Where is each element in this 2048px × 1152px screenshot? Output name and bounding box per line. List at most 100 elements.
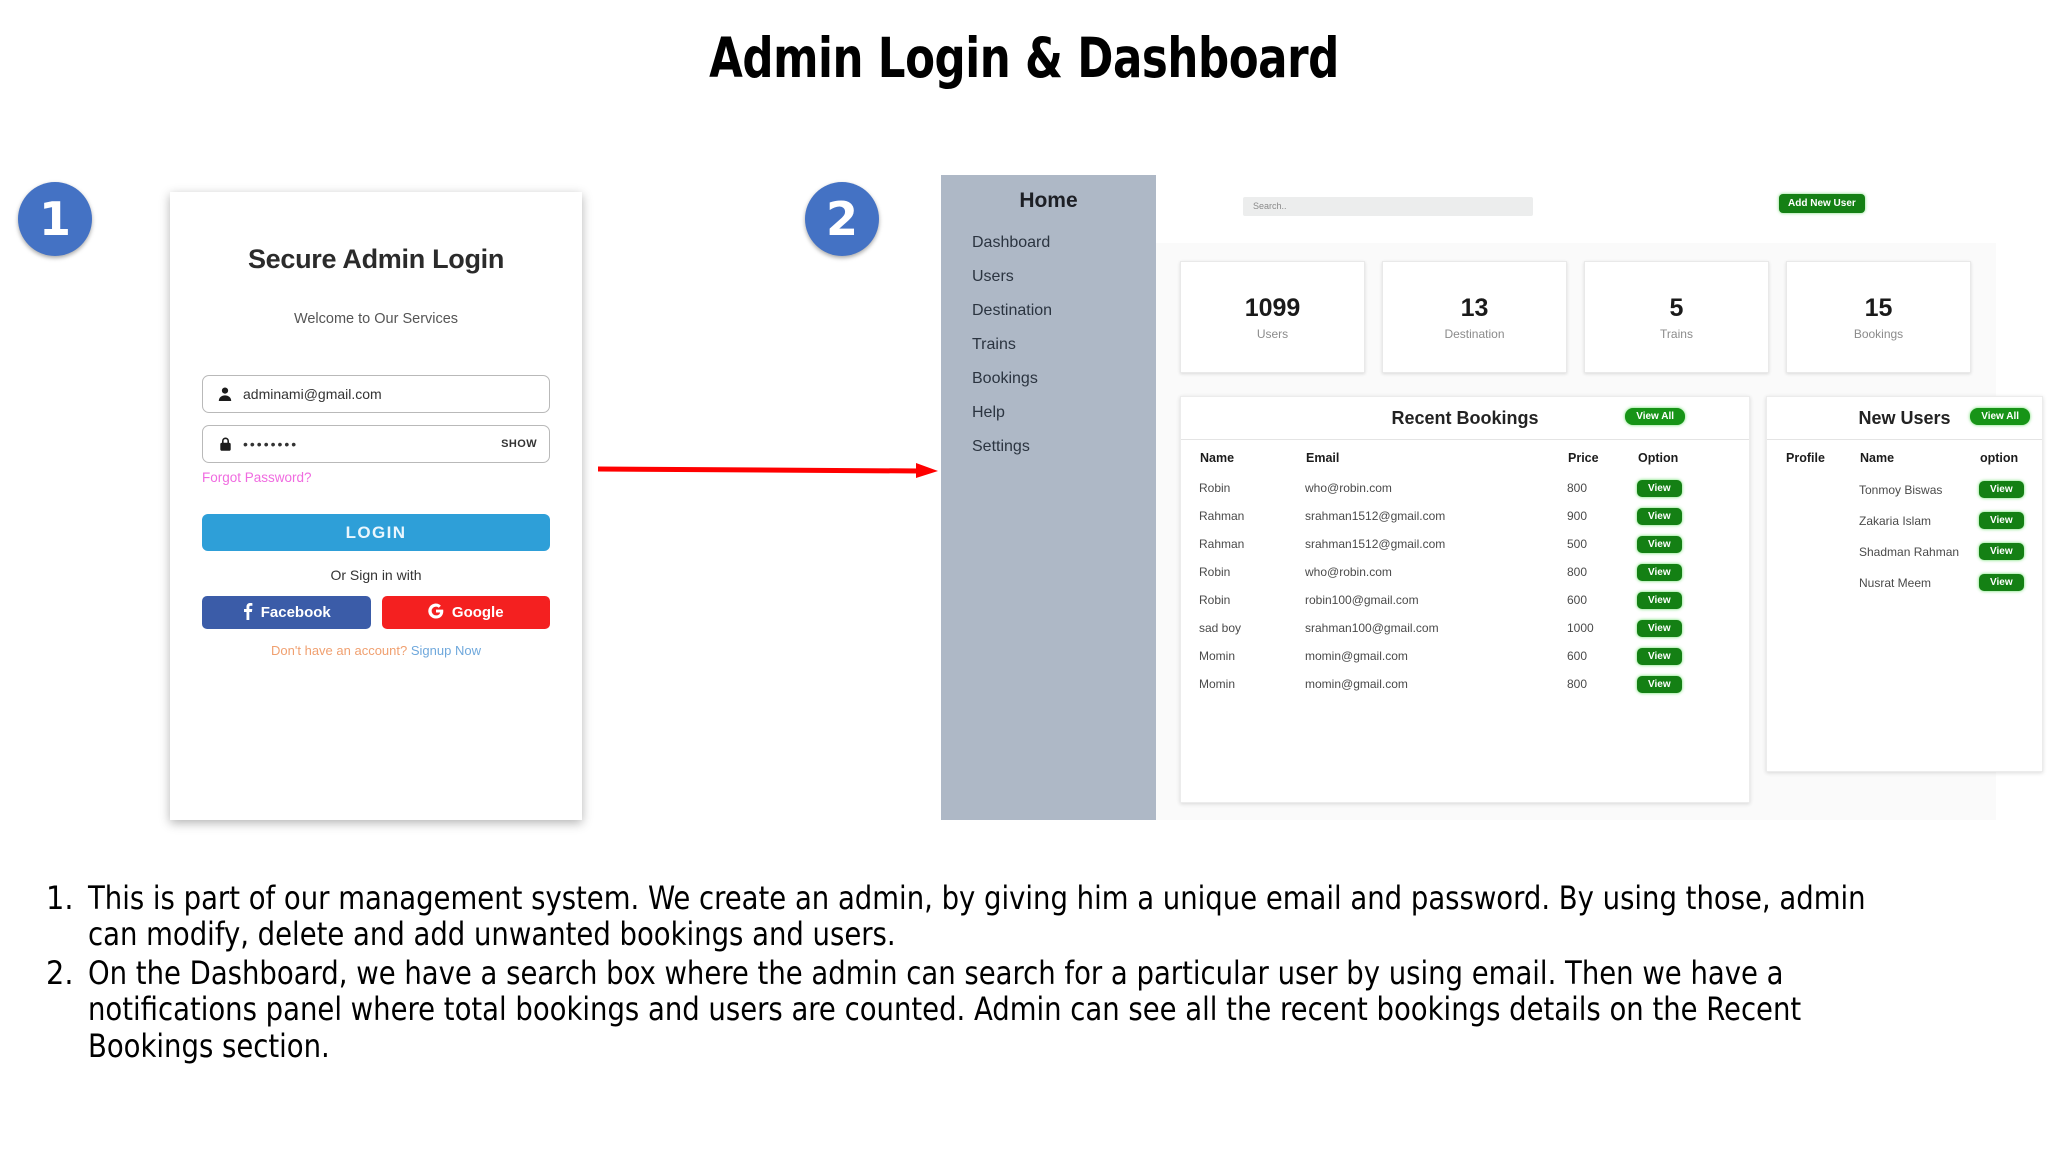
table-row: Rahman srahman1512@gmail.com 900 View	[1199, 502, 1731, 530]
table-header-row: Profile Name option	[1785, 450, 2024, 474]
sidebar-menu: Dashboard Users Destination Trains Booki…	[941, 234, 1156, 456]
column-header-name: Name	[1200, 451, 1235, 465]
note-item-1: 1. This is part of our management system…	[46, 880, 2006, 953]
view-button[interactable]: View	[1637, 563, 1682, 581]
view-button[interactable]: View	[1637, 647, 1682, 665]
login-button[interactable]: LOGIN	[202, 514, 550, 551]
table-row: Rahman srahman1512@gmail.com 500 View	[1199, 530, 1731, 558]
view-button[interactable]: View	[1637, 507, 1682, 525]
view-button[interactable]: View	[1979, 543, 2024, 560]
sidebar-item-help[interactable]: Help	[972, 404, 1005, 421]
stat-label: Trains	[1660, 326, 1693, 341]
google-login-button[interactable]: Google	[381, 596, 550, 629]
column-header-option: option	[1980, 451, 2019, 465]
or-sign-in-label: Or Sign in with	[330, 567, 422, 583]
new-users-title: New Users	[1858, 407, 1951, 428]
cell-profile	[1785, 536, 1859, 567]
cell-name: Rahman	[1199, 537, 1245, 551]
view-button[interactable]: View	[1637, 535, 1682, 553]
cell-name: Tonmoy Biswas	[1859, 482, 1943, 497]
add-new-user-button[interactable]: Add New User	[1779, 194, 1865, 213]
table-row: sad boy srahman100@gmail.com 1000 View	[1199, 614, 1731, 642]
sidebar-item-dashboard[interactable]: Dashboard	[972, 234, 1051, 251]
sidebar-item-settings[interactable]: Settings	[972, 438, 1030, 455]
table-row: Robin who@robin.com 800 View	[1199, 474, 1731, 502]
sidebar-item-users[interactable]: Users	[972, 268, 1014, 285]
social-login-row: Facebook Google	[202, 596, 550, 629]
recent-bookings-view-all-button[interactable]: View All	[1625, 408, 1685, 425]
view-button[interactable]: View	[1979, 574, 2024, 591]
stat-card-trains: 5 Trains	[1584, 261, 1769, 373]
dashboard-main: Search.. Add New User 1099 Users 13 Dest…	[1156, 175, 2043, 820]
page-title: Admin Login & Dashboard	[709, 26, 1339, 90]
signup-link[interactable]: Signup Now	[410, 643, 481, 658]
view-button[interactable]: View	[1637, 675, 1682, 693]
facebook-label: Facebook	[260, 604, 331, 621]
cell-email: who@robin.com	[1305, 481, 1392, 495]
view-button[interactable]: View	[1979, 512, 2024, 529]
sidebar-item-trains[interactable]: Trains	[972, 336, 1016, 353]
password-field[interactable]: •••••••• SHOW	[202, 425, 550, 463]
flow-arrow-icon	[598, 463, 938, 478]
recent-bookings-panel: Recent Bookings View All Name Email Pric…	[1180, 396, 1750, 803]
view-button[interactable]: View	[1637, 479, 1682, 497]
list-item: Zakaria Islam View	[1785, 505, 2024, 536]
column-header-profile: Profile	[1786, 451, 1825, 465]
cell-name: sad boy	[1199, 621, 1242, 635]
list-item: Tonmoy Biswas View	[1785, 474, 2024, 505]
recent-bookings-title: Recent Bookings	[1391, 407, 1539, 428]
note-item-2: 2. On the Dashboard, we have a search bo…	[46, 955, 2006, 1065]
signup-prefix: Don't have an account?	[271, 643, 408, 658]
cell-price: 600	[1567, 649, 1588, 663]
cell-name: Zakaria Islam	[1859, 513, 1932, 528]
sidebar-item-destination[interactable]: Destination	[972, 302, 1053, 319]
cell-name: Robin	[1199, 565, 1231, 579]
step-badge-1: 1	[18, 182, 92, 256]
table-row: Robin robin100@gmail.com 600 View	[1199, 586, 1731, 614]
stat-card-bookings: 15 Bookings	[1786, 261, 1971, 373]
cell-email: srahman1512@gmail.com	[1305, 537, 1446, 551]
stat-value: 13	[1460, 293, 1489, 322]
login-screenshot: Secure Admin Login Welcome to Our Servic…	[170, 192, 582, 820]
login-subtitle: Welcome to Our Services	[293, 311, 459, 327]
table-row: Robin who@robin.com 800 View	[1199, 558, 1731, 586]
cell-profile	[1785, 505, 1859, 536]
cell-price: 900	[1567, 509, 1588, 523]
cell-price: 800	[1567, 677, 1588, 691]
signup-row: Don't have an account? Signup Now	[202, 643, 550, 658]
cell-name: Robin	[1199, 593, 1231, 607]
view-button[interactable]: View	[1979, 481, 2024, 498]
view-button[interactable]: View	[1637, 619, 1682, 637]
cell-email: robin100@gmail.com	[1305, 593, 1419, 607]
view-button[interactable]: View	[1637, 591, 1682, 609]
forgot-password-link[interactable]: Forgot Password?	[202, 470, 312, 485]
dashboard-topbar: Search.. Add New User	[1156, 175, 1996, 243]
email-field[interactable]: adminami@gmail.com	[202, 375, 550, 413]
sidebar-item-bookings[interactable]: Bookings	[972, 370, 1038, 387]
cell-profile	[1785, 474, 1859, 505]
show-password-button[interactable]: SHOW	[501, 438, 537, 450]
list-item: Shadman Rahman View	[1785, 536, 2024, 567]
table-row: Momin momin@gmail.com 800 View	[1199, 670, 1731, 698]
cell-name: Rahman	[1199, 509, 1245, 523]
recent-bookings-table: Name Email Price Option Robin who@robin.…	[1199, 450, 1731, 698]
note-number: 1.	[46, 879, 74, 917]
new-users-view-all-button[interactable]: View All	[1970, 408, 2030, 425]
search-input[interactable]: Search..	[1243, 197, 1533, 216]
note-text: This is part of our management system. W…	[88, 879, 1866, 954]
sidebar-home-title: Home	[1019, 189, 1078, 212]
new-users-table: Profile Name option Tonmoy Biswas View	[1785, 450, 2024, 598]
facebook-login-button[interactable]: Facebook	[202, 596, 371, 629]
cell-name: Momin	[1199, 649, 1236, 663]
stat-card-destination: 13 Destination	[1382, 261, 1567, 373]
notes-list: 1. This is part of our management system…	[46, 880, 2006, 1066]
cell-price: 1000	[1567, 621, 1594, 635]
cell-email: srahman1512@gmail.com	[1305, 509, 1446, 523]
lock-icon	[215, 434, 235, 454]
cell-email: momin@gmail.com	[1305, 649, 1408, 663]
person-icon	[215, 384, 235, 404]
cell-price: 600	[1567, 593, 1588, 607]
step-badge-2: 2	[805, 182, 879, 256]
cell-email: srahman100@gmail.com	[1305, 621, 1439, 635]
